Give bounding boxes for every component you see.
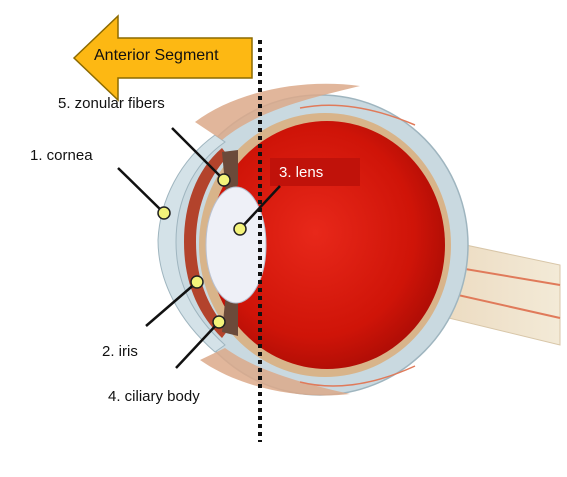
label-ciliary-body: 4. ciliary body [108,388,200,405]
leader-line-zonular-fibers [171,127,225,181]
marker-zonular-fibers [217,173,231,187]
marker-cornea [157,206,171,220]
label-lens: 3. lens [279,164,324,181]
anterior-segment-label: Anterior Segment [94,47,219,64]
upper-eyelid [195,83,360,140]
anterior-segment-arrow [72,14,253,102]
marker-ciliary-body [212,315,226,329]
lower-eyelid [200,348,350,396]
label-zonular-fibers: 5. zonular fibers [58,95,165,112]
anterior-chamber [184,148,228,338]
leader-line-iris [145,281,198,327]
lens-shape [205,186,267,304]
lens-label-box [270,158,360,186]
cornea-shape [157,134,226,353]
marker-lens [233,222,247,236]
label-cornea: 1. cornea [30,147,93,164]
scleral-vessel [299,365,416,387]
leader-line-cornea [117,167,165,214]
label-iris: 2. iris [102,343,138,360]
scleral-vessel [299,104,416,126]
leader-line-ciliary-body [175,321,220,369]
marker-iris [190,275,204,289]
vitreous-body [209,121,445,369]
leader-line-lens [239,185,281,230]
